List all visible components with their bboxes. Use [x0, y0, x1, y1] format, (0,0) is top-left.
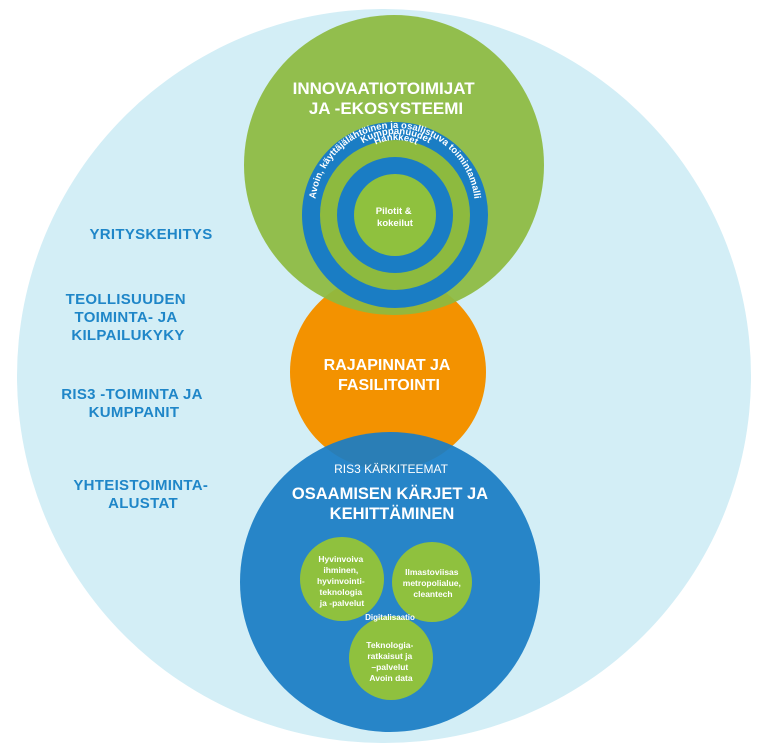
- theme-circle-wellbeing: [300, 537, 384, 621]
- competence-subtitle: RIS3 KÄRKITEEMAT: [334, 462, 448, 476]
- interfaces-circle: [290, 274, 486, 470]
- innovation-title: INNOVAATIOTOIMIJAT JA -EKOSYSTEEMI: [293, 79, 480, 118]
- interfaces-title: RAJAPINNAT JA FASILITOINTI: [324, 357, 455, 394]
- side-labels: YRITYSKEHITYS TEOLLISUUDEN TOIMINTA- JA …: [61, 226, 212, 512]
- side-label-yrityskehitys: YRITYSKEHITYS: [89, 226, 212, 243]
- competence-title: OSAAMISEN KÄRJET JA KEHITTÄMINEN: [292, 485, 492, 523]
- side-label-teollisuus: TEOLLISUUDEN TOIMINTA- JA KILPAILUKYKY: [66, 291, 191, 344]
- theme-label-technology: Teknologia- ratkaisut ja –palvelut Avoin…: [366, 640, 415, 683]
- core-label: Pilotit & kokeilut: [376, 206, 415, 229]
- theme-circle-technology: [349, 616, 433, 700]
- digitalisation-label: Digitalisaatio: [365, 613, 415, 622]
- theme-circle-climate: [392, 542, 472, 622]
- theme-label-wellbeing: Hyvinvoiva ihminen, hyvinvointi- teknolo…: [317, 554, 367, 608]
- ring-projects-label: Hankkeet: [372, 132, 420, 148]
- side-label-ris3: RIS3 -TOIMINTA JA KUMPPANIT: [61, 386, 206, 421]
- competence-circle: [240, 432, 540, 732]
- theme-label-climate: Ilmastoviisas metropolialue, cleantech: [403, 567, 463, 599]
- core-circle: [354, 174, 436, 256]
- side-label-yhteistoiminta: YHTEISTOIMINTA- ALUSTAT: [73, 477, 212, 512]
